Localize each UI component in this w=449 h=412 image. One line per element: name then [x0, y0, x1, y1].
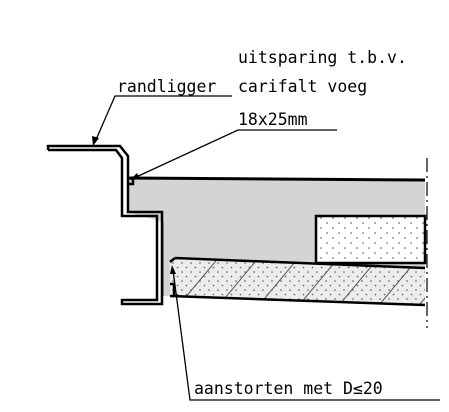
precast-slab — [169, 256, 426, 307]
insulation-block — [314, 214, 427, 265]
label-edge-beam: randligger — [117, 77, 216, 96]
leader-randligger — [94, 95, 232, 143]
edge-beam-profile — [46, 144, 164, 306]
leader-infill — [172, 269, 440, 401]
label-infill: aanstorten met D≤20 — [194, 379, 383, 398]
label-recess-line1: uitsparing t.b.v. — [238, 48, 407, 67]
label-recess-line3: 18x25mm — [238, 110, 308, 129]
leader-recess — [133, 129, 337, 179]
leader-lines — [94, 95, 440, 401]
infill-notch — [170, 282, 176, 296]
arrowhead-recess — [130, 173, 140, 180]
label-recess-line2: carifalt voeg — [238, 77, 367, 96]
deck-top-line — [129, 176, 426, 182]
arrowhead-randligger — [92, 136, 99, 146]
recess-notch — [128, 176, 135, 186]
concrete-deck — [128, 178, 425, 296]
arrowhead-infill — [170, 265, 176, 274]
